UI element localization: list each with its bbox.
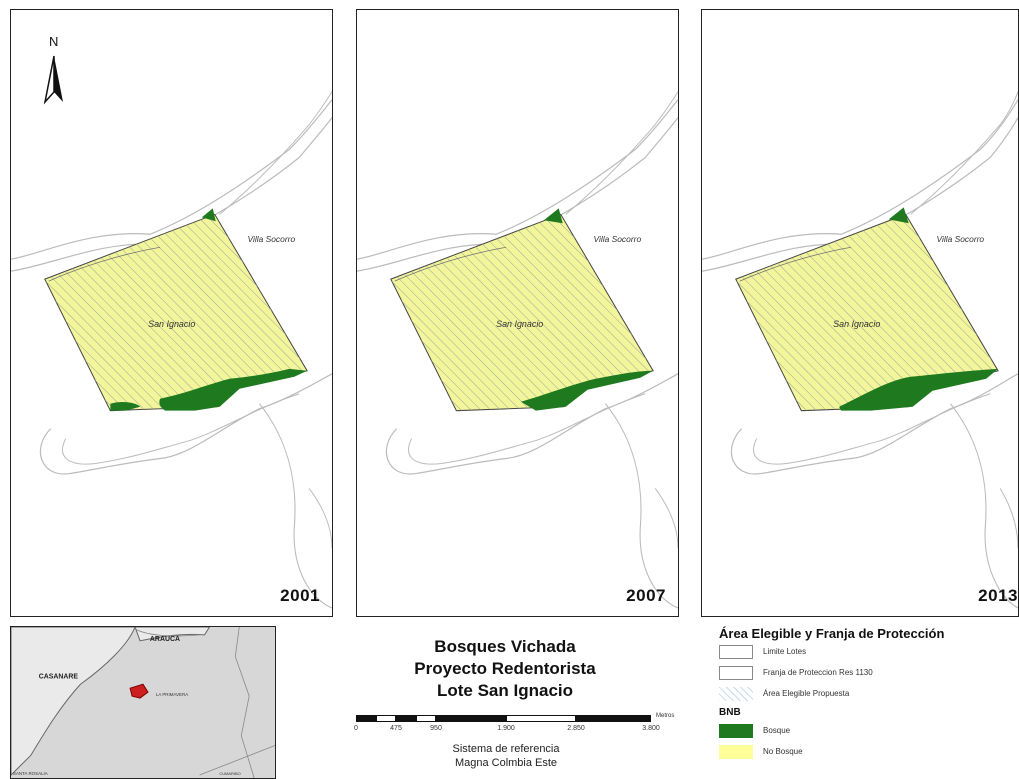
scale-tick: 475	[390, 725, 402, 732]
year-label: 2007	[626, 586, 666, 605]
map-panel-2013: San Ignacio Villa Socorro 2013	[701, 9, 1019, 617]
scale-segment	[396, 715, 416, 722]
parcel-label: San Ignacio	[148, 319, 195, 329]
legend-swatch-limite	[719, 644, 753, 659]
scale-tick: 1.900	[497, 725, 515, 732]
legend-item: Franja de Proteccion Res 1130	[719, 662, 1019, 683]
scale-segment	[356, 715, 376, 722]
map-canvas: San Ignacio Villa Socorro	[702, 91, 1018, 609]
legend-swatch-no-bosque	[719, 744, 753, 759]
north-arrow-icon	[43, 55, 63, 105]
title-line-2: Proyecto Redentorista	[414, 659, 596, 678]
legend-label: Limite Lotes	[763, 647, 807, 656]
scale-tick: 2.850	[567, 725, 585, 732]
inset-label-arauca: ARAUCA	[150, 636, 180, 643]
legend: Área Elegible y Franja de Protección Lim…	[719, 626, 1019, 762]
map-canvas: San Ignacio Villa Socorro	[11, 91, 332, 609]
place-label: Villa Socorro	[594, 234, 642, 244]
legend-swatch-bosque	[719, 723, 753, 738]
parcel-label: San Ignacio	[833, 319, 880, 329]
legend-item: Bosque	[719, 720, 1019, 741]
legend-label: Área Elegible Propuesta	[763, 689, 850, 698]
scale-tick: 950	[430, 725, 442, 732]
inset-label-corner-right: CUMARIBO	[219, 771, 240, 776]
legend-swatch-area-elegible	[719, 686, 753, 701]
inset-label-site: LA PRIMAVERA	[156, 692, 188, 697]
inset-label-casanare: CASANARE	[39, 673, 79, 680]
scale-tick: 3.800	[642, 725, 660, 732]
legend-label: Franja de Proteccion Res 1130	[763, 668, 873, 677]
scale-segment	[436, 715, 506, 722]
scale-unit: Metros	[656, 713, 675, 719]
legend-subtitle-bnb: BNB	[719, 707, 741, 718]
legend-item: No Bosque	[719, 741, 1019, 762]
reference-line-1: Sistema de referencia	[452, 743, 560, 755]
year-label: 2013	[978, 586, 1018, 605]
scale-segment	[416, 715, 436, 722]
year-label: 2001	[280, 586, 320, 605]
map-panel-2001: N San Ignacio Villa Socorro 2001	[10, 9, 333, 617]
legend-item: Área Elegible Propuesta	[719, 683, 1019, 704]
map-panel-2007: San Ignacio Villa Socorro 2007	[356, 9, 679, 617]
parcel-label: San Ignacio	[496, 319, 543, 329]
place-label: Villa Socorro	[248, 234, 296, 244]
map-title: Bosques Vichada Proyecto Redentorista Lo…	[340, 636, 670, 702]
scale-bar: Metros 0 475 950 1.900 2.850 3.800	[354, 713, 676, 739]
north-arrow: N	[39, 34, 69, 114]
map-canvas: San Ignacio Villa Socorro	[357, 91, 678, 609]
title-line-1: Bosques Vichada	[434, 637, 576, 656]
inset-label-corner-left: SANTA ROSALIA	[13, 771, 48, 776]
scale-tick: 0	[354, 725, 358, 732]
place-label: Villa Socorro	[937, 234, 985, 244]
inset-location-map: ARAUCA CASANARE LA PRIMAVERA SANTA ROSAL…	[10, 626, 276, 779]
scale-segment	[506, 715, 576, 722]
legend-swatch-franja	[719, 665, 753, 680]
legend-title: Área Elegible y Franja de Protección	[719, 626, 945, 641]
north-letter: N	[49, 34, 59, 49]
legend-label: No Bosque	[763, 747, 803, 756]
scale-segment	[576, 715, 651, 722]
reference-system: Sistema de referencia Magna Colmbia Este	[356, 742, 656, 770]
scale-segment	[376, 715, 396, 722]
legend-label: Bosque	[763, 726, 791, 735]
reference-line-2: Magna Colmbia Este	[454, 757, 558, 769]
title-line-3: Lote San Ignacio	[436, 681, 574, 700]
legend-item: Limite Lotes	[719, 641, 1019, 662]
